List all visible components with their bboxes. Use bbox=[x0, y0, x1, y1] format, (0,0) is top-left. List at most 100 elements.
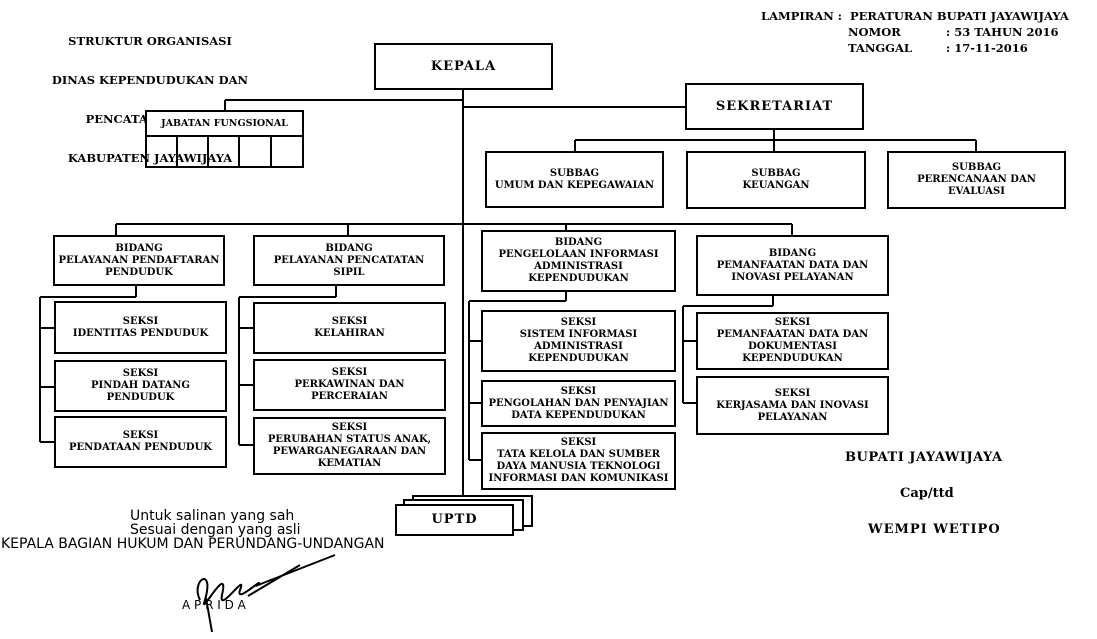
kepala-label: KEPALA bbox=[430, 58, 497, 74]
seksi-line: SEKSI bbox=[774, 387, 811, 399]
bidang-line: PEMANFAATAN DATA DAN bbox=[716, 259, 869, 271]
kepala-box: KEPALA bbox=[374, 43, 553, 90]
nomor-label: NOMOR bbox=[848, 25, 901, 39]
seksi-line: SEKSI bbox=[331, 367, 368, 378]
seksi-line: SEKSI bbox=[122, 315, 159, 327]
subbag-line: KEUANGAN bbox=[742, 180, 810, 191]
title-line: DINAS KEPENDUDUKAN DAN bbox=[51, 73, 249, 87]
subbag-line: EVALUASI bbox=[948, 186, 1005, 197]
seksi-line: PERUBAHAN STATUS ANAK, bbox=[267, 434, 432, 445]
seksi-line: SEKSI bbox=[122, 430, 159, 441]
title-line: KABUPATEN JAYAWIJAYA bbox=[67, 151, 233, 165]
bidang-line: BIDANG bbox=[768, 247, 817, 259]
bidang-line: BIDANG bbox=[115, 242, 163, 254]
bidang-pendaftaran-box: BIDANG PELAYANAN PENDAFTARAN PENDUDUK bbox=[53, 235, 225, 286]
bidang-line: ADMINISTRASI bbox=[534, 261, 623, 272]
seksi-line: SEKSI bbox=[774, 317, 811, 328]
bidang-line: INOVASI PELAYANAN bbox=[731, 271, 854, 283]
bupati-title: BUPATI JAYAWIJAYA bbox=[845, 450, 1003, 465]
bidang-pemanfaatan-box: BIDANG PEMANFAATAN DATA DAN INOVASI PELA… bbox=[696, 235, 889, 296]
seksi-line: SISTEM INFORMASI bbox=[519, 329, 638, 340]
jabatan-fungsional-label: JABATAN FUNGSIONAL bbox=[161, 117, 288, 129]
bidang-line: BIDANG bbox=[325, 242, 373, 254]
seksi-line: ADMINISTRASI bbox=[534, 341, 623, 352]
seksi-sistem-informasi-box: SEKSI SISTEM INFORMASI ADMINISTRASI KEPE… bbox=[481, 310, 676, 372]
seksi-line: SEKSI bbox=[122, 368, 159, 379]
seksi-pemanfaatan-box: SEKSI PEMANFAATAN DATA DAN DOKUMENTASI K… bbox=[696, 312, 889, 370]
bidang-line: BIDANG bbox=[554, 237, 603, 248]
seksi-line: SEKSI bbox=[331, 422, 368, 433]
subbag-keuangan-box: SUBBAG KEUANGAN bbox=[686, 151, 866, 209]
seksi-line: PERKAWINAN DAN bbox=[294, 379, 405, 390]
seksi-identitas-box: SEKSI IDENTITAS PENDUDUK bbox=[54, 301, 227, 354]
seksi-line: PINDAH DATANG bbox=[91, 380, 190, 391]
subbag-line: PERENCANAAN DAN bbox=[917, 174, 1036, 185]
seksi-line: SEKSI bbox=[560, 437, 597, 448]
seksi-kelahiran-box: SEKSI KELAHIRAN bbox=[253, 302, 446, 354]
bidang-informasi-box: BIDANG PENGELOLAAN INFORMASI ADMINISTRAS… bbox=[481, 230, 676, 292]
jabatan-fungsional-cell bbox=[270, 136, 304, 168]
seksi-line: PEMANFAATAN DATA DAN bbox=[716, 329, 869, 340]
seksi-line: PELAYANAN bbox=[757, 411, 828, 423]
bidang-line: PENDUDUK bbox=[105, 266, 173, 278]
sekretariat-label: SEKRETARIAT bbox=[715, 98, 834, 114]
jabatan-fungsional-cell bbox=[207, 136, 240, 168]
jabatan-fungsional-cell bbox=[145, 136, 178, 168]
subbag-line: SUBBAG bbox=[751, 168, 801, 179]
seksi-perubahan-status-box: SEKSI PERUBAHAN STATUS ANAK, PEWARGANEGA… bbox=[253, 417, 446, 475]
salinan-line: Untuk salinan yang sah bbox=[130, 508, 295, 524]
salinan-line: Sesuai dengan yang asli bbox=[130, 522, 301, 538]
seksi-line: PENDUDUK bbox=[106, 392, 175, 403]
kepala-bagian-hukum: KEPALA BAGIAN HUKUM DAN PERUNDANG-UNDANG… bbox=[1, 536, 385, 552]
tanggal-label: TANGGAL bbox=[848, 41, 913, 55]
jabatan-fungsional-cell bbox=[238, 136, 272, 168]
cap-ttd: Cap/ttd bbox=[900, 486, 954, 501]
seksi-line: KEPENDUDUKAN bbox=[742, 353, 843, 364]
bidang-line: PELAYANAN PENCATATAN bbox=[273, 254, 425, 266]
seksi-line: SEKSI bbox=[331, 316, 368, 327]
seksi-perkawinan-box: SEKSI PERKAWINAN DAN PERCERAIAN bbox=[253, 359, 446, 411]
seksi-pindah-box: SEKSI PINDAH DATANG PENDUDUK bbox=[54, 360, 227, 412]
bupati-name: WEMPI WETIPO bbox=[868, 522, 1001, 537]
bidang-line: KEPENDUDUKAN bbox=[528, 273, 629, 284]
subbag-line: SUBBAG bbox=[951, 162, 1002, 173]
seksi-line: KELAHIRAN bbox=[314, 328, 385, 339]
seksi-pendataan-box: SEKSI PENDATAAN PENDUDUK bbox=[54, 416, 227, 468]
seksi-line: INFORMASI DAN KOMUNIKASI bbox=[488, 473, 669, 484]
bidang-pencatatan-box: BIDANG PELAYANAN PENCATATAN SIPIL bbox=[253, 235, 445, 286]
document-title: STRUKTUR ORGANISASI DINAS KEPENDUDUKAN D… bbox=[50, 9, 250, 191]
jabatan-fungsional-box: JABATAN FUNGSIONAL bbox=[145, 110, 304, 137]
bidang-line: PENGELOLAAN INFORMASI bbox=[498, 249, 659, 260]
seksi-pengolahan-box: SEKSI PENGOLAHAN DAN PENYAJIAN DATA KEPE… bbox=[481, 380, 676, 427]
seksi-line: PENGOLAHAN DAN PENYAJIAN bbox=[488, 397, 669, 409]
jabatan-fungsional-cell bbox=[176, 136, 209, 168]
seksi-line: DAYA MANUSIA TEKNOLOGI bbox=[496, 461, 661, 472]
seksi-line: PEWARGANEGARAAN DAN bbox=[272, 446, 427, 457]
title-line: STRUKTUR ORGANISASI bbox=[68, 34, 232, 48]
seksi-line: SEKSI bbox=[560, 317, 597, 328]
subbag-perencanaan-box: SUBBAG PERENCANAAN DAN EVALUASI bbox=[887, 151, 1066, 209]
subbag-umum-box: SUBBAG UMUM DAN KEPEGAWAIAN bbox=[485, 151, 664, 208]
uptd-box: UPTD bbox=[395, 504, 514, 536]
subbag-line: SUBBAG bbox=[549, 167, 600, 179]
uptd-label: UPTD bbox=[431, 512, 478, 527]
tanggal-value: : 17-11-2016 bbox=[946, 41, 1028, 55]
seksi-line: PENDATAAN PENDUDUK bbox=[69, 442, 212, 453]
bidang-line: PELAYANAN PENDAFTARAN bbox=[58, 254, 220, 266]
seksi-line: DOKUMENTASI bbox=[748, 341, 837, 352]
seksi-line: IDENTITAS PENDUDUK bbox=[72, 327, 209, 339]
seksi-line: PERCERAIAN bbox=[311, 391, 388, 402]
sekretariat-box: SEKRETARIAT bbox=[685, 83, 864, 130]
pejabat-name: A P R I D A bbox=[182, 598, 246, 612]
seksi-line: DATA KEPENDUDUKAN bbox=[511, 409, 646, 421]
seksi-tata-kelola-box: SEKSI TATA KELOLA DAN SUMBER DAYA MANUSI… bbox=[481, 432, 676, 490]
subbag-line: UMUM DAN KEPEGAWAIAN bbox=[494, 179, 655, 191]
seksi-line: KEPENDUDUKAN bbox=[528, 353, 629, 364]
seksi-line: SEKSI bbox=[560, 385, 597, 397]
nomor-value: : 53 TAHUN 2016 bbox=[946, 25, 1059, 39]
seksi-line: KERJASAMA DAN INOVASI bbox=[716, 399, 869, 411]
seksi-line: KEMATIAN bbox=[317, 458, 382, 469]
seksi-kerjasama-box: SEKSI KERJASAMA DAN INOVASI PELAYANAN bbox=[696, 376, 889, 435]
lampiran-value: PERATURAN BUPATI JAYAWIJAYA bbox=[850, 9, 1069, 23]
